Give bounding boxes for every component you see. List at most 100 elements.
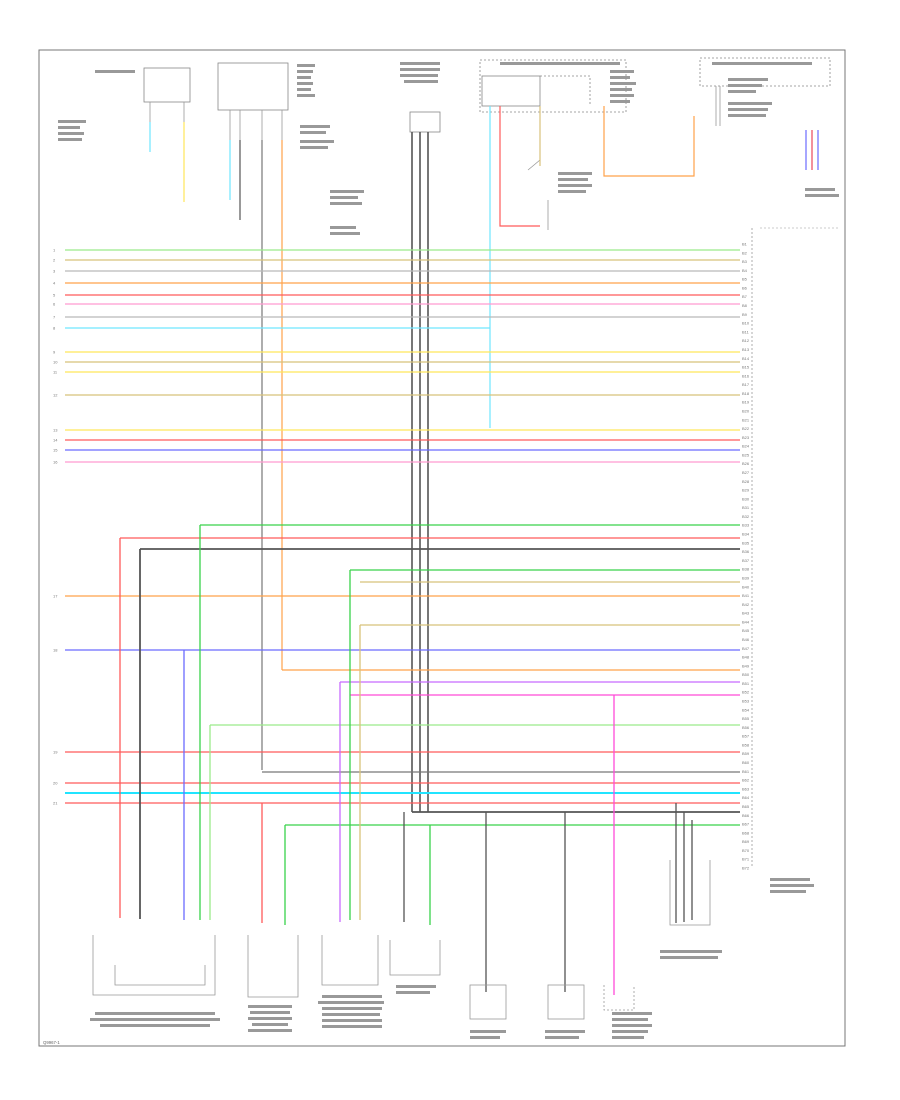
right-pin-label: B24 [742, 444, 750, 449]
right-pin-label: B15 [742, 365, 750, 370]
left-wire-number: 10 [53, 360, 58, 365]
footer-code: Q9967-1 [43, 1040, 60, 1045]
left-wire-number: 7 [53, 315, 56, 320]
right-pin-label: B32 [742, 514, 750, 519]
right-pin-label: B69 [742, 839, 750, 844]
left-wire-number: 21 [53, 801, 58, 806]
right-pin-label: B55 [742, 716, 750, 721]
right-pin-label: B66 [742, 813, 750, 818]
right-pin-label: B62 [742, 778, 750, 783]
right-pin-label: B3 [742, 259, 748, 264]
right-pin-label: B21 [742, 417, 750, 422]
right-pin-label: B18 [742, 391, 750, 396]
right-pin-label: B43 [742, 611, 750, 616]
right-pin-label: B47 [742, 646, 750, 651]
left-wire-number: 3 [53, 269, 56, 274]
right-pin-label: B41 [742, 593, 750, 598]
right-pin-label: B68 [742, 830, 750, 835]
right-pin-label: B12 [742, 338, 750, 343]
right-pin-label: B72 [742, 866, 750, 871]
right-pin-label: B64 [742, 795, 750, 800]
left-wire-number: 20 [53, 781, 58, 786]
right-pin-label: B33 [742, 523, 750, 528]
right-pin-label: B40 [742, 584, 750, 589]
right-pin-label: B19 [742, 400, 750, 405]
right-pin-label: B4 [742, 268, 748, 273]
right-pin-label: B39 [742, 575, 750, 580]
bottom-components [92, 935, 635, 1020]
right-pin-label: B37 [742, 558, 750, 563]
left-wire-number: 1 [53, 248, 56, 253]
right-pin-label: B35 [742, 540, 750, 545]
right-pin-label: B45 [742, 628, 750, 633]
left-wire-number: 9 [53, 350, 56, 355]
right-pin-label: B22 [742, 426, 750, 431]
top-labels [58, 62, 839, 235]
right-pin-label: B56 [742, 725, 750, 730]
right-pin-label: B30 [742, 496, 750, 501]
right-pin-label: B48 [742, 655, 750, 660]
horizontal-wires [65, 249, 740, 826]
right-pin-label: B70 [742, 848, 750, 853]
right-pin-label: B44 [742, 619, 750, 624]
vertical-wires [149, 106, 819, 812]
right-pin-label: B7 [742, 294, 748, 299]
left-wire-number: 15 [53, 448, 58, 453]
right-pin-label: B11 [742, 329, 750, 334]
right-pin-label: B27 [742, 470, 750, 475]
right-pin-label: B13 [742, 347, 750, 352]
right-pin-label: B49 [742, 663, 750, 668]
right-pin-label: B53 [742, 699, 750, 704]
right-pin-label: B20 [742, 408, 750, 413]
bottom-labels [90, 878, 814, 1039]
right-pin-label: B38 [742, 567, 750, 572]
right-pin-label: B2 [742, 250, 748, 255]
right-pin-label: B60 [742, 760, 750, 765]
right-pin-label: B57 [742, 734, 750, 739]
right-pin-label: B71 [742, 857, 750, 862]
right-pin-label: B51 [742, 681, 750, 686]
right-pin-label: B59 [742, 751, 750, 756]
right-pin-label: B10 [742, 321, 750, 326]
left-wire-number: 16 [53, 460, 58, 465]
right-pin-label: B67 [742, 822, 750, 827]
left-wire-number: 19 [53, 750, 58, 755]
left-wire-number: 5 [53, 293, 56, 298]
right-pin-label: B14 [742, 356, 750, 361]
right-pin-label: B54 [742, 707, 750, 712]
right-pin-label: B50 [742, 672, 750, 677]
right-pin-label: B63 [742, 786, 750, 791]
right-pin-label: B46 [742, 637, 750, 642]
lower-vertical-wires [119, 525, 693, 995]
right-pin-label: B23 [742, 435, 750, 440]
right-pin-label: B5 [742, 277, 748, 282]
right-pin-label: B17 [742, 382, 750, 387]
right-pin-label: B29 [742, 488, 750, 493]
right-pin-label: B28 [742, 479, 750, 484]
right-pin-label: B6 [742, 285, 748, 290]
left-wire-number: 17 [53, 594, 58, 599]
right-pin-label: B26 [742, 461, 750, 466]
right-pin-label: B65 [742, 804, 750, 809]
right-pin-label: B31 [742, 505, 750, 510]
left-wire-number: 11 [53, 370, 58, 375]
right-pin-label: B42 [742, 602, 750, 607]
left-wire-number: 14 [53, 438, 58, 443]
left-wire-number: 6 [53, 302, 56, 307]
right-pin-label: B36 [742, 549, 750, 554]
left-wire-number: 13 [53, 428, 58, 433]
right-pin-label: B58 [742, 742, 750, 747]
left-wire-number: 2 [53, 258, 56, 263]
left-wire-number: 8 [53, 326, 56, 331]
right-pin-label: B34 [742, 532, 750, 537]
left-wire-number: 4 [53, 281, 56, 286]
diagram-border [38, 49, 846, 1047]
right-pin-label: B8 [742, 303, 748, 308]
right-pin-label: B9 [742, 312, 748, 317]
right-pin-label: B25 [742, 452, 750, 457]
right-pin-label: B1 [742, 242, 748, 247]
right-pin-label: B16 [742, 373, 750, 378]
left-wire-number: 12 [53, 393, 58, 398]
right-pin-label: B52 [742, 690, 750, 695]
